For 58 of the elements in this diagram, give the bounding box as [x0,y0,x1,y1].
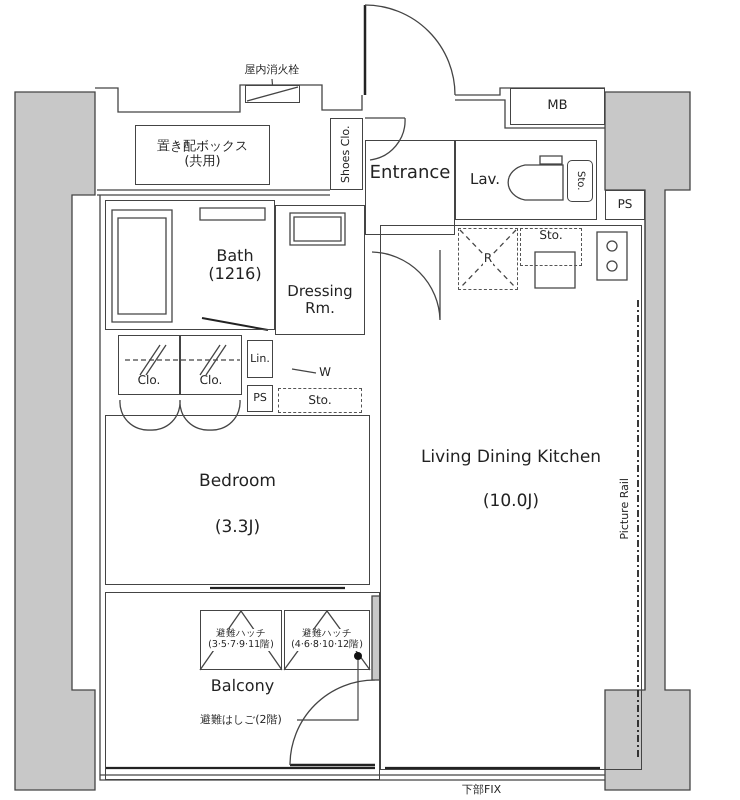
pipe-space [605,190,645,220]
room-label: Clo. [138,374,160,388]
toilet-room [455,140,597,220]
evacuation-hatch [200,610,282,670]
storage-shelf [567,160,593,202]
pipe-space [247,385,273,412]
hatch-label: 避難ハッチ [215,629,267,640]
hydrant-box [245,85,300,103]
closet [180,335,242,395]
room-label: Balcony [210,676,274,696]
room-label: Lin. [250,352,270,366]
room-label: (3.3J) [214,518,260,538]
room-label: Sto. [574,171,586,191]
bathroom [105,200,275,330]
leader-line [271,78,274,86]
leader-line [292,368,316,374]
hatch-label: (3·5·7·9·11階) [207,640,275,651]
meter-box [510,88,605,125]
room-label: Lav. [470,171,500,189]
balcony [105,592,380,780]
room-label: Sto. [539,229,563,243]
room-label: Entrance [370,163,450,184]
leader-line [297,660,359,721]
linen-closet [247,340,273,378]
room-label: Sto. [308,394,332,408]
room-label: Dressing Rm. [286,282,354,318]
room-label: Shoes Clo. [340,124,353,185]
equipment-label: 避難はしご(2階) [200,714,282,726]
equipment-label: W [319,366,331,380]
room-label: (10.0J) [482,492,540,512]
bedroom [105,415,370,585]
storage-shelf [278,388,362,413]
entrance-area [365,140,455,235]
room-label: (共用) [184,155,221,170]
room-label: PS [618,198,632,212]
rail-label: Picture Rail [618,478,632,540]
room-label: 置き配ボックス [157,140,248,154]
living-dining-kitchen [380,225,642,770]
window-label: 下部FIX [462,783,502,796]
storage-box-room [135,125,270,185]
room-label: Living Dining Kitchen [420,448,602,468]
dressing-room [275,205,365,335]
refrigerator-space [458,228,518,290]
equipment-label: 屋内消火栓 [244,64,300,77]
room-label: PS [253,392,267,405]
room-label: Bedroom [199,472,276,492]
room-label: R [482,252,494,266]
hatch-label: 避難ハッチ [301,629,353,640]
closet [118,335,180,395]
ladder-point [354,652,362,660]
storage-shelf [520,228,582,266]
hatch-label: (4·6·8·10·12階) [290,640,364,651]
room-label: Clo. [200,374,222,388]
room-label: Bath [216,246,254,265]
shoe-closet [330,118,363,190]
room-label: (1216) [208,265,262,284]
room-label: MB [547,99,568,114]
evacuation-hatch [284,610,370,670]
